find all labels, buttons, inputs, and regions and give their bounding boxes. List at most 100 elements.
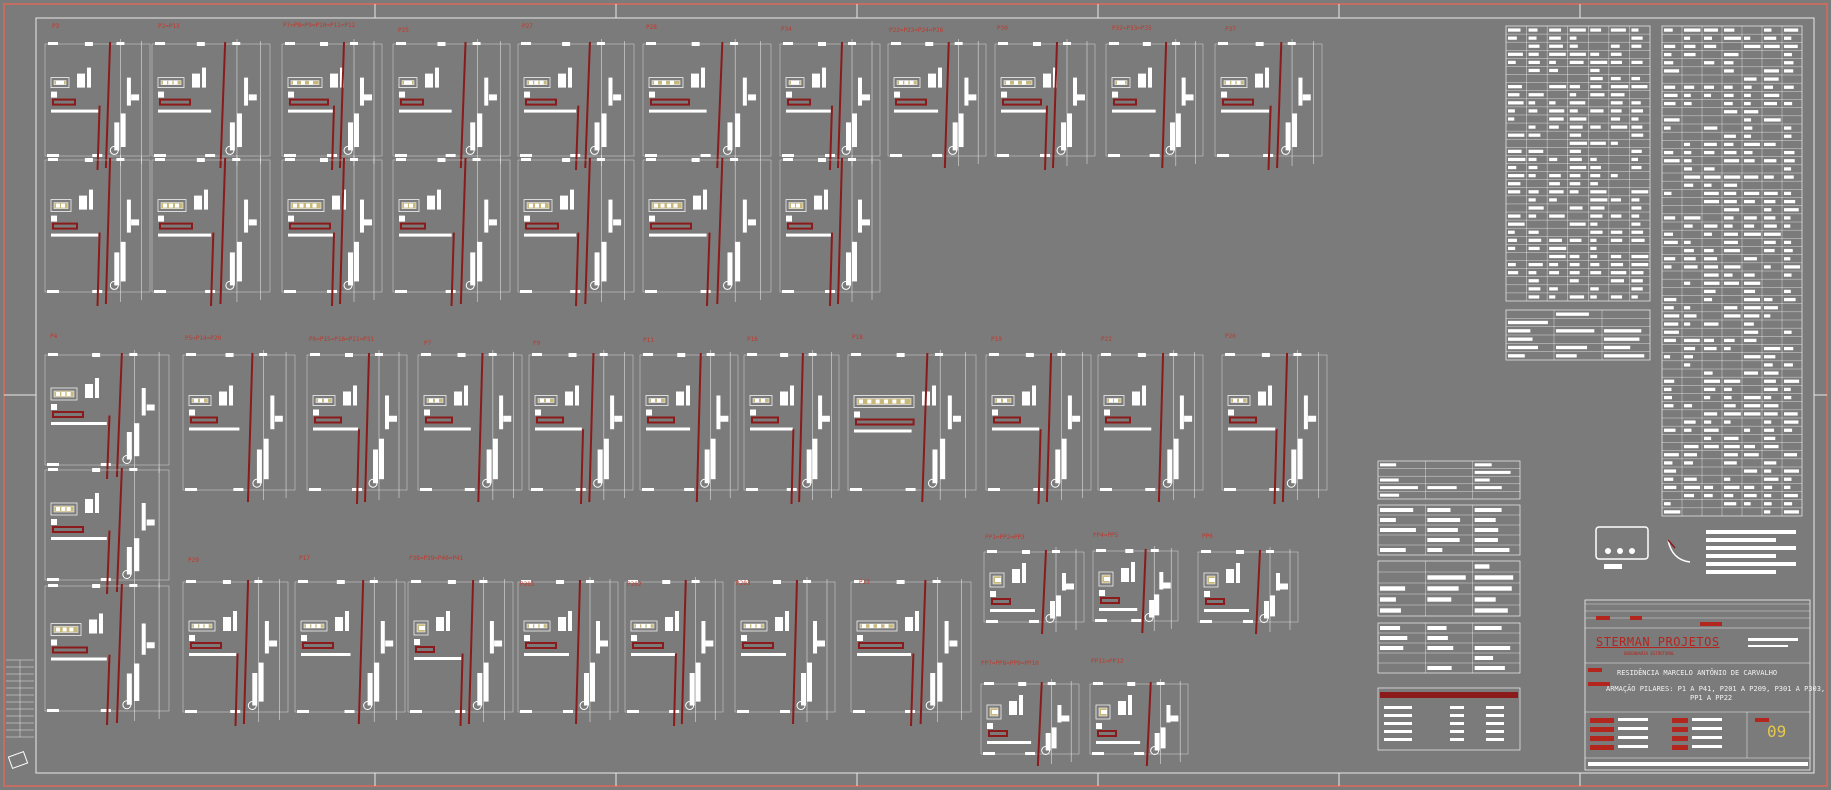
table-cell-text (1610, 117, 1621, 121)
table-cell-text (1784, 44, 1798, 49)
bar-marker-circle (1165, 145, 1175, 155)
table-cell-text (1508, 52, 1523, 56)
table-cell-text (1590, 141, 1606, 145)
level-mark (84, 42, 93, 46)
table-cell-text (1474, 646, 1511, 650)
bar-mark (1055, 449, 1061, 484)
table-cell-text (1724, 142, 1734, 147)
text-line (51, 519, 57, 525)
bar-marker-circle (841, 280, 851, 290)
longitudinal-bar (829, 232, 833, 307)
rebar-dot (309, 80, 313, 85)
table-cell-text (1704, 379, 1720, 383)
level-mark (100, 463, 111, 466)
table-cell-text (1664, 355, 1671, 359)
table-cell-text (1764, 387, 1778, 392)
table-cell-text (1508, 157, 1526, 162)
table-cell-text (1704, 281, 1720, 285)
legend-text (1706, 538, 1776, 542)
callout (1118, 701, 1126, 715)
pillar-detail (417, 350, 523, 503)
bar-mark (389, 415, 397, 422)
table-cell-text (1724, 502, 1737, 506)
longitudinal-bar (339, 41, 345, 169)
signature-mark (1590, 736, 1614, 741)
text-line (857, 653, 911, 656)
table-cell-text (1528, 174, 1536, 178)
table-cell-text (1474, 518, 1496, 522)
level-mark (1018, 682, 1027, 686)
table-cell-text (1684, 314, 1697, 318)
level-mark (562, 158, 571, 162)
table-cell-text (1704, 322, 1719, 326)
bar-mark (742, 199, 747, 233)
bar-mark (862, 219, 870, 226)
bar-mark (801, 673, 806, 706)
table-cell-text (1569, 271, 1580, 275)
level-mark (116, 42, 125, 45)
stirrup-shape (1595, 526, 1649, 560)
level-mark (457, 353, 466, 357)
callout (1148, 67, 1152, 88)
pillar-detail (517, 39, 635, 171)
callout (89, 189, 93, 210)
bar-marker-circle (685, 701, 695, 710)
level-mark (691, 42, 700, 46)
rebar-dot (66, 392, 71, 396)
label-row1-8: P30 (997, 25, 1008, 32)
rebar-dot (200, 398, 204, 403)
longitudinal-bar (584, 41, 591, 169)
table-cell-text (1684, 101, 1692, 106)
callout (229, 385, 233, 406)
level-mark (92, 468, 101, 472)
rebar-dot (636, 624, 640, 628)
level-mark (700, 154, 711, 157)
table-cell-text (1380, 608, 1401, 613)
text-line (1204, 609, 1249, 612)
label-row2-3: P7 (424, 340, 432, 347)
bar-mark (1162, 582, 1171, 589)
table-cell-text (1764, 208, 1772, 212)
drawing-title-line2: PP1 A PP22 (1690, 694, 1733, 702)
level-mark (989, 353, 999, 356)
table-cell-text (1724, 85, 1733, 89)
longitudinal-bar (106, 654, 111, 726)
callout (1142, 385, 1146, 406)
rebar-dot (311, 624, 316, 628)
table-cell-text (1684, 85, 1695, 89)
rebar-dot (429, 398, 433, 403)
text-line (1001, 109, 1046, 113)
table-cell-text (1684, 281, 1691, 285)
table-cell-text (1631, 101, 1641, 105)
rebar-dot (904, 80, 909, 85)
bar-marker-circle (590, 145, 600, 155)
text-line (51, 422, 107, 425)
table-cell-text (1508, 262, 1516, 267)
legend-text (1706, 570, 1776, 574)
text-line (1112, 109, 1156, 113)
bar-mark (1298, 77, 1303, 106)
bar-mark (503, 415, 512, 422)
level-mark (84, 158, 93, 162)
callout (1138, 73, 1146, 88)
table-cell-text (1590, 214, 1603, 218)
table-cell-text (1744, 469, 1758, 473)
table-cell-text (1724, 395, 1732, 400)
level-mark (395, 154, 407, 157)
stirrup-detail (52, 646, 88, 654)
table-cell-text (1724, 69, 1734, 73)
bar-mark (608, 199, 613, 233)
table-cell-text (1704, 444, 1719, 449)
table-cell-text (1590, 125, 1601, 129)
table-border (1377, 460, 1521, 500)
level-mark (47, 709, 59, 712)
table-cell-text (1684, 93, 1691, 98)
table-cell-text (1528, 93, 1544, 97)
rebar-dot (867, 399, 872, 404)
bar-marker-circle (841, 145, 851, 155)
level-mark (1236, 550, 1244, 554)
table-cell-text (1631, 133, 1644, 137)
bar-mark (229, 122, 235, 151)
text-line (1099, 608, 1138, 611)
level-mark (375, 353, 383, 356)
